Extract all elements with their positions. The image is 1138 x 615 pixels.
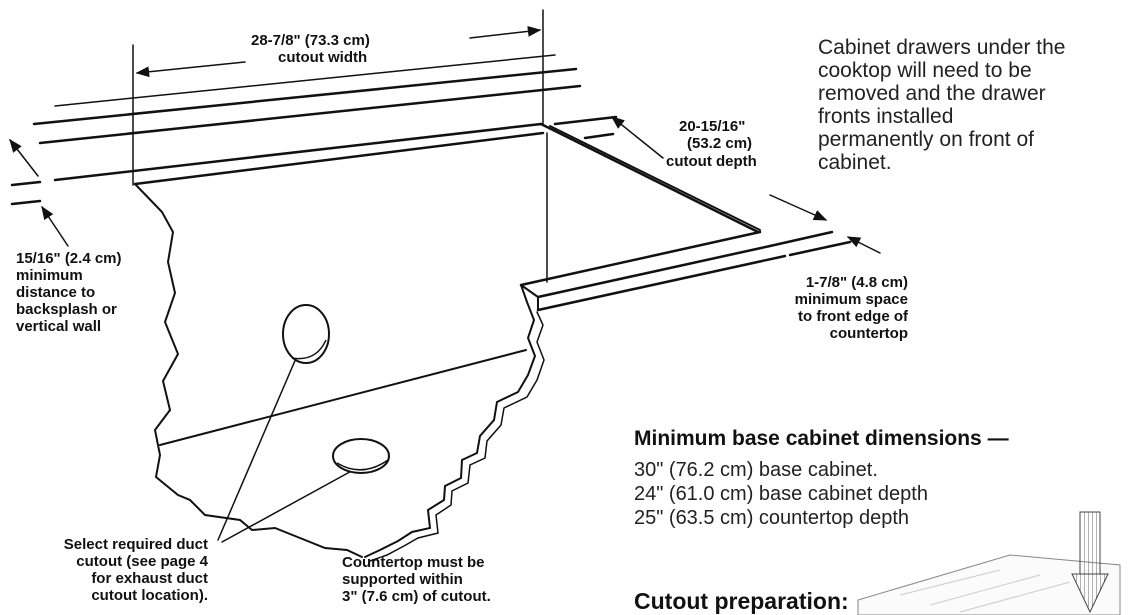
cabinet-dimension-item: 24" (61.0 cm) base cabinet depth	[634, 483, 928, 505]
min-distance-line: backsplash or	[16, 301, 117, 318]
cabinet-dimension-item: 30" (76.2 cm) base cabinet.	[634, 459, 878, 481]
front-extension-line-2	[788, 240, 852, 257]
cabinet-break-right-inner	[369, 311, 545, 562]
front-extension-line-1	[768, 230, 834, 248]
front-space-line: countertop	[829, 325, 908, 342]
front-space-line: minimum space	[794, 291, 908, 308]
cutout-depth-metric: (53.2 cm)	[687, 135, 753, 152]
drawer-note-line: fronts installed	[818, 105, 954, 128]
cutout-front-edge-1	[519, 230, 762, 287]
extension-line-left-1	[10, 180, 42, 187]
depth-extension-line-1	[553, 115, 618, 126]
cutout-front-edge-3	[536, 254, 787, 312]
min-dist-arrow-bottom	[41, 205, 69, 247]
cabinet-dimension-item: 25" (63.5 cm) countertop depth	[634, 507, 910, 529]
min-distance-line: 15/16" (2.4 cm)	[16, 250, 122, 267]
drawer-note-line: cabinet.	[818, 151, 892, 174]
cabinet-break-right	[364, 284, 537, 558]
duct-cutout-line: cutout (see page 4	[76, 553, 208, 570]
cutout-depth-value: 20-15/16"	[679, 118, 746, 135]
duct-cutout-line: cutout location).	[91, 587, 208, 604]
min-distance-line: vertical wall	[16, 318, 102, 335]
min-distance-label: 15/16" (2.4 cm) minimum distance to back…	[16, 250, 122, 335]
cutout-right-side-2	[549, 125, 761, 231]
depth-arrow-bottom	[769, 194, 828, 221]
front-space-line: to front edge of	[798, 308, 908, 325]
drawer-note-line: cooktop will need to be	[818, 59, 1032, 82]
cutout-right-side-1	[539, 122, 760, 234]
duct-leader-2	[221, 467, 358, 543]
router-illustration	[857, 511, 1121, 615]
duct-cutout-round	[282, 304, 330, 364]
support-label: Countertop must be supported within 3" (…	[342, 554, 491, 605]
support-line: supported within	[342, 571, 463, 588]
front-fold-edge	[520, 284, 539, 298]
cabinet-break-left	[134, 183, 363, 558]
min-dist-arrow-top	[9, 138, 39, 177]
extension-line-left-2	[10, 199, 42, 206]
front-space-arrow	[846, 236, 881, 254]
min-distance-line: distance to	[16, 284, 96, 301]
duct-cutout-label: Select required duct cutout (see page 4 …	[38, 536, 208, 604]
depth-extension-line-2	[583, 132, 615, 140]
support-line: Countertop must be	[342, 554, 485, 571]
cutout-width-label: cutout width	[278, 49, 368, 66]
front-space-line: 1-7/8" (4.8 cm)	[805, 274, 908, 291]
width-arrow-right	[469, 26, 542, 39]
drawer-note-line: permanently on front of	[818, 128, 1034, 151]
drawer-note-line: removed and the drawer	[818, 82, 1046, 105]
cutout-rear-edge-2	[133, 131, 545, 186]
backsplash-line-1	[32, 67, 578, 126]
front-space-label: 1-7/8" (4.8 cm) minimum space to front e…	[750, 274, 908, 342]
backsplash-line-3	[54, 54, 556, 107]
cutout-rear-edge-1	[53, 122, 543, 182]
cabinet-face-line	[159, 349, 527, 446]
cutout-preparation-heading: Cutout preparation:	[634, 588, 849, 614]
duct-cutout-oval	[332, 438, 390, 474]
cutout-width-value: 28-7/8" (73.3 cm)	[251, 32, 370, 49]
cutout-front-edge-2	[536, 244, 772, 299]
duct-cutout-line: Select required duct	[63, 536, 208, 553]
drawer-note: Cabinet drawers under the cooktop will n…	[818, 36, 1065, 174]
backsplash-line-2	[38, 84, 582, 145]
min-distance-line: minimum	[16, 267, 83, 284]
width-arrow-left	[135, 61, 246, 78]
duct-cutout-line: for exhaust duct	[91, 570, 208, 587]
cutout-depth-label: cutout depth	[666, 153, 757, 170]
drawer-note-line: Cabinet drawers under the	[818, 36, 1066, 59]
duct-leader-1	[217, 341, 304, 541]
depth-arrow-top	[610, 116, 664, 159]
cabinet-dimensions-heading: Minimum base cabinet dimensions —	[634, 427, 1009, 450]
cabinet-dimensions-list: 30" (76.2 cm) base cabinet. 24" (61.0 cm…	[634, 458, 928, 530]
support-line: 3" (7.6 cm) of cutout.	[342, 588, 491, 605]
